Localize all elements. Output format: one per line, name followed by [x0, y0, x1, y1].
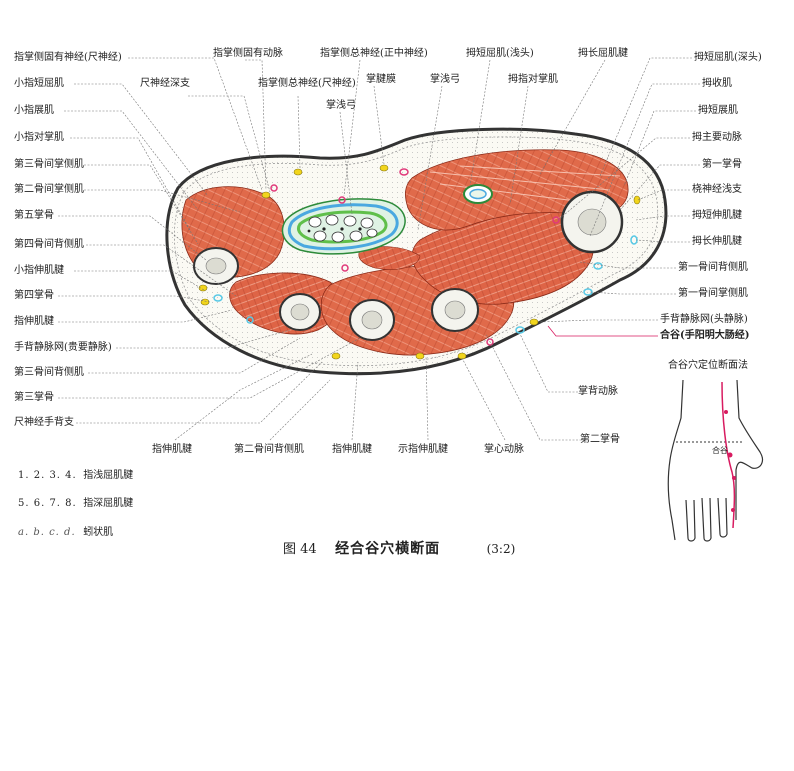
flexor-tendon-complex	[281, 198, 406, 255]
label-palmar-aponeurosis: 掌腱膜	[366, 74, 396, 85]
label-adductor-pollicis: 拇收肌	[702, 78, 732, 89]
label-extensor-digitorum-tendon-left: 指伸肌腱	[14, 316, 54, 327]
label-flexor-pollicis-brevis-superficial: 拇短屈肌(浅头)	[466, 48, 534, 59]
figure-number: 图 44	[283, 542, 317, 557]
label-ulnar-nerve-dorsal-branch: 尺神经手背支	[14, 417, 74, 428]
label-dorsal-venous-network-basilic: 手背静脉网(贵要静脉)	[14, 342, 112, 353]
inset-hegu-marker: 合谷	[712, 446, 728, 455]
label-extensor-digiti-minimi: 小指伸肌腱	[14, 265, 64, 276]
label-metacarpal-5: 第五掌骨	[14, 210, 54, 221]
metacarpal-3	[349, 299, 395, 341]
lumbrical-region	[358, 246, 421, 270]
label-metacarpal-1: 第一掌骨	[702, 159, 742, 170]
legend-key-3: a. b. c. d.	[18, 527, 76, 538]
label-dorsal-interosseous-3: 第三骨间背侧肌	[14, 367, 84, 378]
label-palmar-interosseous-1: 第一骨间掌侧肌	[678, 288, 748, 299]
label-flexor-digiti-minimi: 小指短屈肌	[14, 78, 64, 89]
legend-row-3: a. b. c. d. 蚓状肌	[18, 527, 113, 539]
label-flexor-pollicis-brevis-deep: 拇短屈肌(深头)	[694, 52, 762, 63]
leader-lines	[58, 57, 700, 441]
label-palmar-proper-nerve-ulnar: 指掌侧固有神经(尺神经)	[14, 52, 122, 63]
label-princeps-pollicis-artery: 拇主要动脉	[692, 132, 742, 143]
metacarpal-4	[279, 293, 321, 331]
label-common-palmar-nerve-median: 指掌侧总神经(正中神经)	[320, 48, 428, 59]
vessels-cyan	[213, 235, 638, 334]
label-opponens-pollicis: 拇指对掌肌	[508, 74, 558, 85]
label-hegu-acupoint: 合谷(手阳明大肠经)	[660, 330, 750, 341]
vessels-pink	[270, 168, 560, 346]
skin-inner	[174, 136, 659, 367]
label-extensor-digitorum-tendon-2: 指伸肌腱	[332, 444, 372, 455]
metacarpal-2	[431, 288, 479, 332]
label-metacarpal-3: 第三掌骨	[14, 392, 54, 403]
thumb-flexor-tendon	[463, 184, 493, 204]
label-metacarpal-4: 第四掌骨	[14, 290, 54, 301]
nerves-yellow	[198, 164, 641, 360]
label-palmar-proper-artery: 指掌侧固有动脉	[213, 48, 283, 59]
label-dorsal-interosseous-1: 第一骨间背侧肌	[678, 262, 748, 273]
label-opponens-digiti-minimi: 小指对掌肌	[14, 132, 64, 143]
legend-row-1: 1. 2. 3. 4. 指浅屈肌腱	[18, 470, 133, 482]
label-superficial-palmar-arch-2: 掌浅弓	[430, 74, 460, 85]
label-flexor-pollicis-longus-tendon: 拇长屈肌腱	[578, 48, 628, 59]
metacarpal-5	[193, 247, 239, 285]
label-metacarpal-2: 第二掌骨	[580, 434, 620, 445]
legend-text-1: 指浅屈肌腱	[83, 470, 134, 481]
label-superficial-radial-nerve: 桡神经浅支	[692, 184, 742, 195]
label-common-palmar-nerve-ulnar: 指掌侧总神经(尺神经)	[258, 78, 356, 89]
label-abductor-pollicis-brevis: 拇短展肌	[698, 105, 738, 116]
label-extensor-pollicis-brevis-tendon: 拇短伸肌腱	[692, 210, 742, 221]
hand-inset	[667, 379, 764, 542]
figure-scale: (3:2)	[486, 542, 516, 556]
label-palmar-interosseous-3: 第三骨间掌侧肌	[14, 159, 84, 170]
inset-title: 合谷穴定位断面法	[668, 360, 748, 371]
label-palmar-interosseous-2: 第二骨间掌侧肌	[14, 184, 84, 195]
label-dorsal-venous-network-cephalic: 手背静脉网(头静脉)	[660, 314, 748, 325]
figure-title: 经合谷穴横断面	[335, 541, 441, 557]
label-palmar-metacarpal-artery: 掌心动脉	[484, 444, 524, 455]
figure-caption: 图 44 经合谷穴横断面 (3:2)	[283, 538, 515, 558]
label-dorsal-interosseous-4: 第四骨间背侧肌	[14, 239, 84, 250]
label-abductor-digiti-minimi: 小指展肌	[14, 105, 54, 116]
legend-text-3: 蚓状肌	[83, 527, 114, 538]
legend-key-2: 5. 6. 7. 8.	[18, 498, 77, 509]
label-dorsal-interosseous-2: 第二骨间背侧肌	[234, 444, 304, 455]
legend-key-1: 1. 2. 3. 4.	[18, 470, 77, 481]
label-superficial-palmar-arch-1: 掌浅弓	[326, 100, 356, 111]
label-dorsal-metacarpal-artery: 掌背动脉	[578, 386, 618, 397]
label-extensor-pollicis-longus-tendon: 拇长伸肌腱	[692, 236, 742, 247]
legend-row-2: 5. 6. 7. 8. 指深屈肌腱	[18, 498, 133, 510]
label-deep-ulnar-nerve: 尺神经深支	[140, 78, 190, 89]
label-extensor-digitorum-tendon-1: 指伸肌腱	[152, 444, 192, 455]
legend-text-2: 指深屈肌腱	[83, 498, 134, 509]
metacarpal-1	[560, 190, 624, 254]
label-extensor-indicis-tendon: 示指伸肌腱	[398, 444, 448, 455]
